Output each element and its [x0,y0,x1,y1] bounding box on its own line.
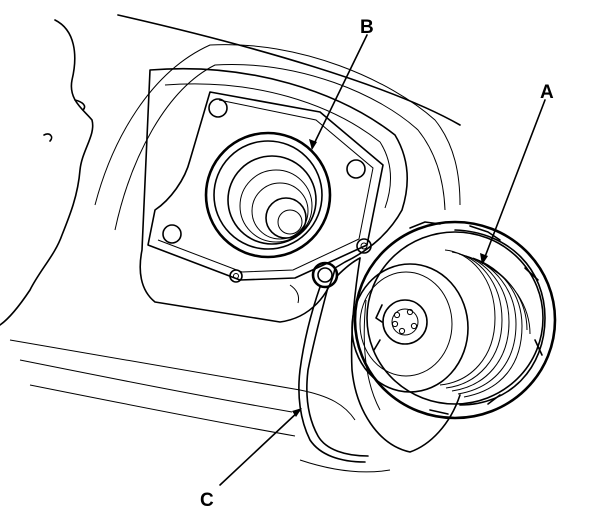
fuel-door [350,257,461,453]
fuel-cap [351,220,557,420]
arrowhead-a [480,253,488,265]
tether [298,257,369,463]
callout-b: B [360,17,374,38]
filler-neck-flange [147,91,384,304]
cap-threads [439,249,531,398]
body-panel-edge [0,19,94,326]
filler-neck [204,131,332,259]
fuel-door-housing [139,67,409,323]
hinge-lug [356,238,372,254]
callout-a: A [540,82,554,103]
callout-c: C [200,490,214,511]
leader-lines [219,34,546,486]
arrowhead-b [309,139,317,150]
arrowhead-c [292,408,302,417]
